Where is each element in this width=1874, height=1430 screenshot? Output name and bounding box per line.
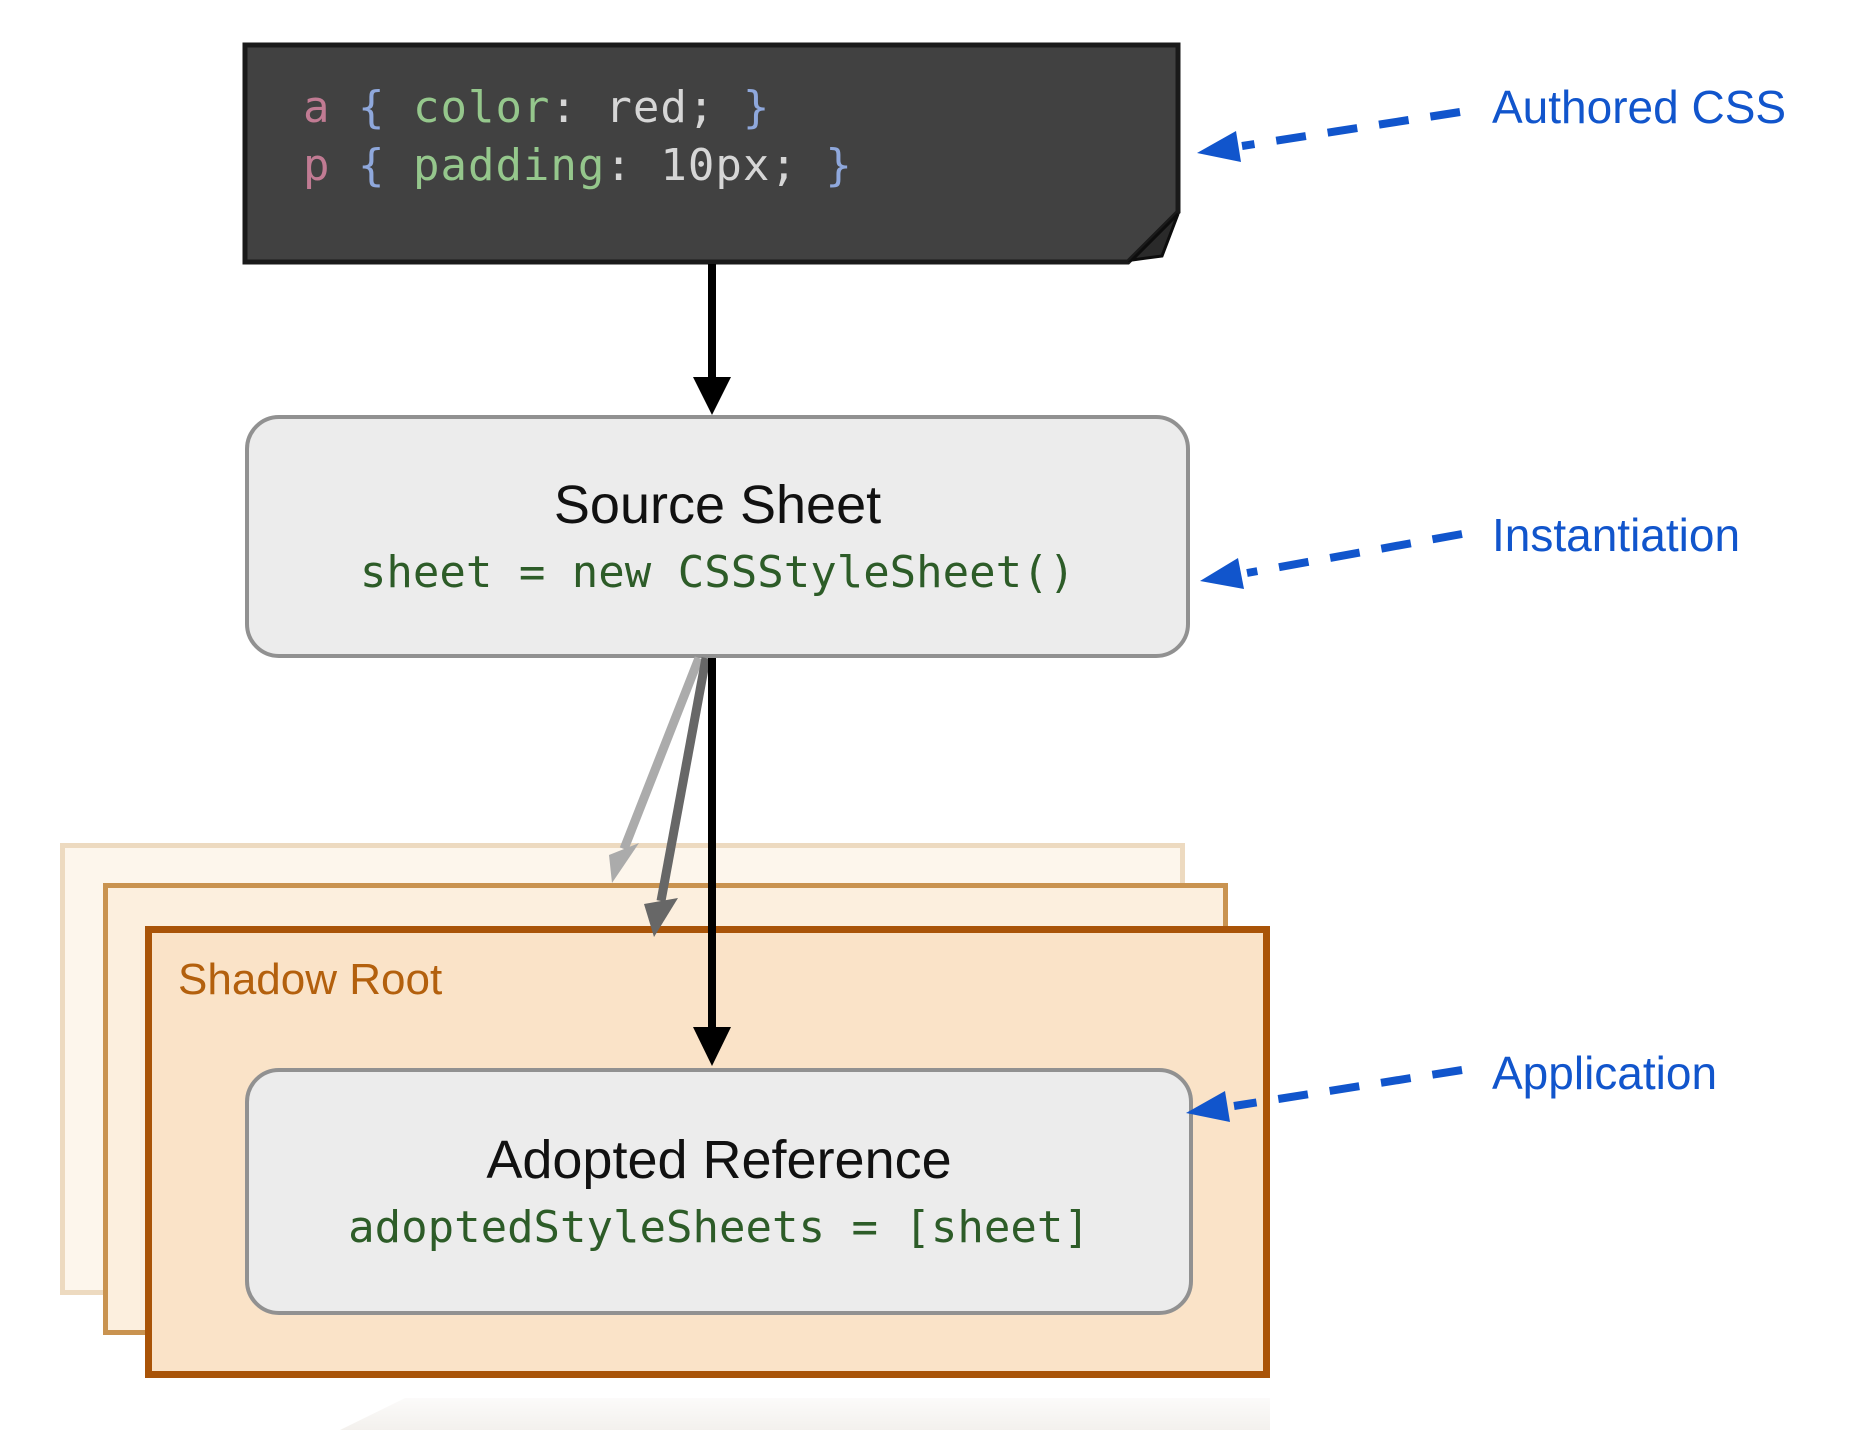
arrow-instantiation-annotation xyxy=(1200,530,1463,589)
css-rule-line-1: a { color: red; } xyxy=(303,79,1178,137)
css-colon: : xyxy=(550,82,606,133)
css-close-brace: } xyxy=(825,140,853,191)
css-property: color xyxy=(412,82,551,133)
authored-css-block: a { color: red; } p { padding: 10px; } xyxy=(245,45,1178,262)
css-selector: p xyxy=(303,140,358,191)
arrow-authored-annotation xyxy=(1197,108,1461,162)
adopted-reference-title: Adopted Reference xyxy=(486,1129,952,1190)
shadow-root-label: Shadow Root xyxy=(178,955,443,1004)
source-sheet-title: Source Sheet xyxy=(553,474,882,535)
css-open-brace: { xyxy=(357,140,413,191)
application-label: Application xyxy=(1492,1047,1718,1099)
css-selector: a xyxy=(303,82,358,133)
css-value: red; xyxy=(605,82,743,133)
authored-css-label: Authored CSS xyxy=(1492,81,1787,133)
source-sheet-code: sheet = new CSSStyleSheet() xyxy=(359,547,1076,598)
css-value: 10px; xyxy=(660,140,826,191)
adopted-reference-box: Adopted Reference adoptedStyleSheets = [… xyxy=(245,1068,1193,1315)
adopted-reference-code: adoptedStyleSheets = [sheet] xyxy=(348,1202,1090,1253)
css-colon: : xyxy=(605,140,661,191)
css-rule-line-2: p { padding: 10px; } xyxy=(303,137,1178,195)
source-sheet-box: Source Sheet sheet = new CSSStyleSheet() xyxy=(245,415,1190,658)
css-open-brace: { xyxy=(357,82,413,133)
css-close-brace: } xyxy=(742,82,771,133)
instantiation-label: Instantiation xyxy=(1492,509,1741,561)
arrow-authored-to-source xyxy=(693,264,731,415)
bottom-faint-band xyxy=(340,1398,1270,1430)
css-property: padding xyxy=(412,140,606,191)
